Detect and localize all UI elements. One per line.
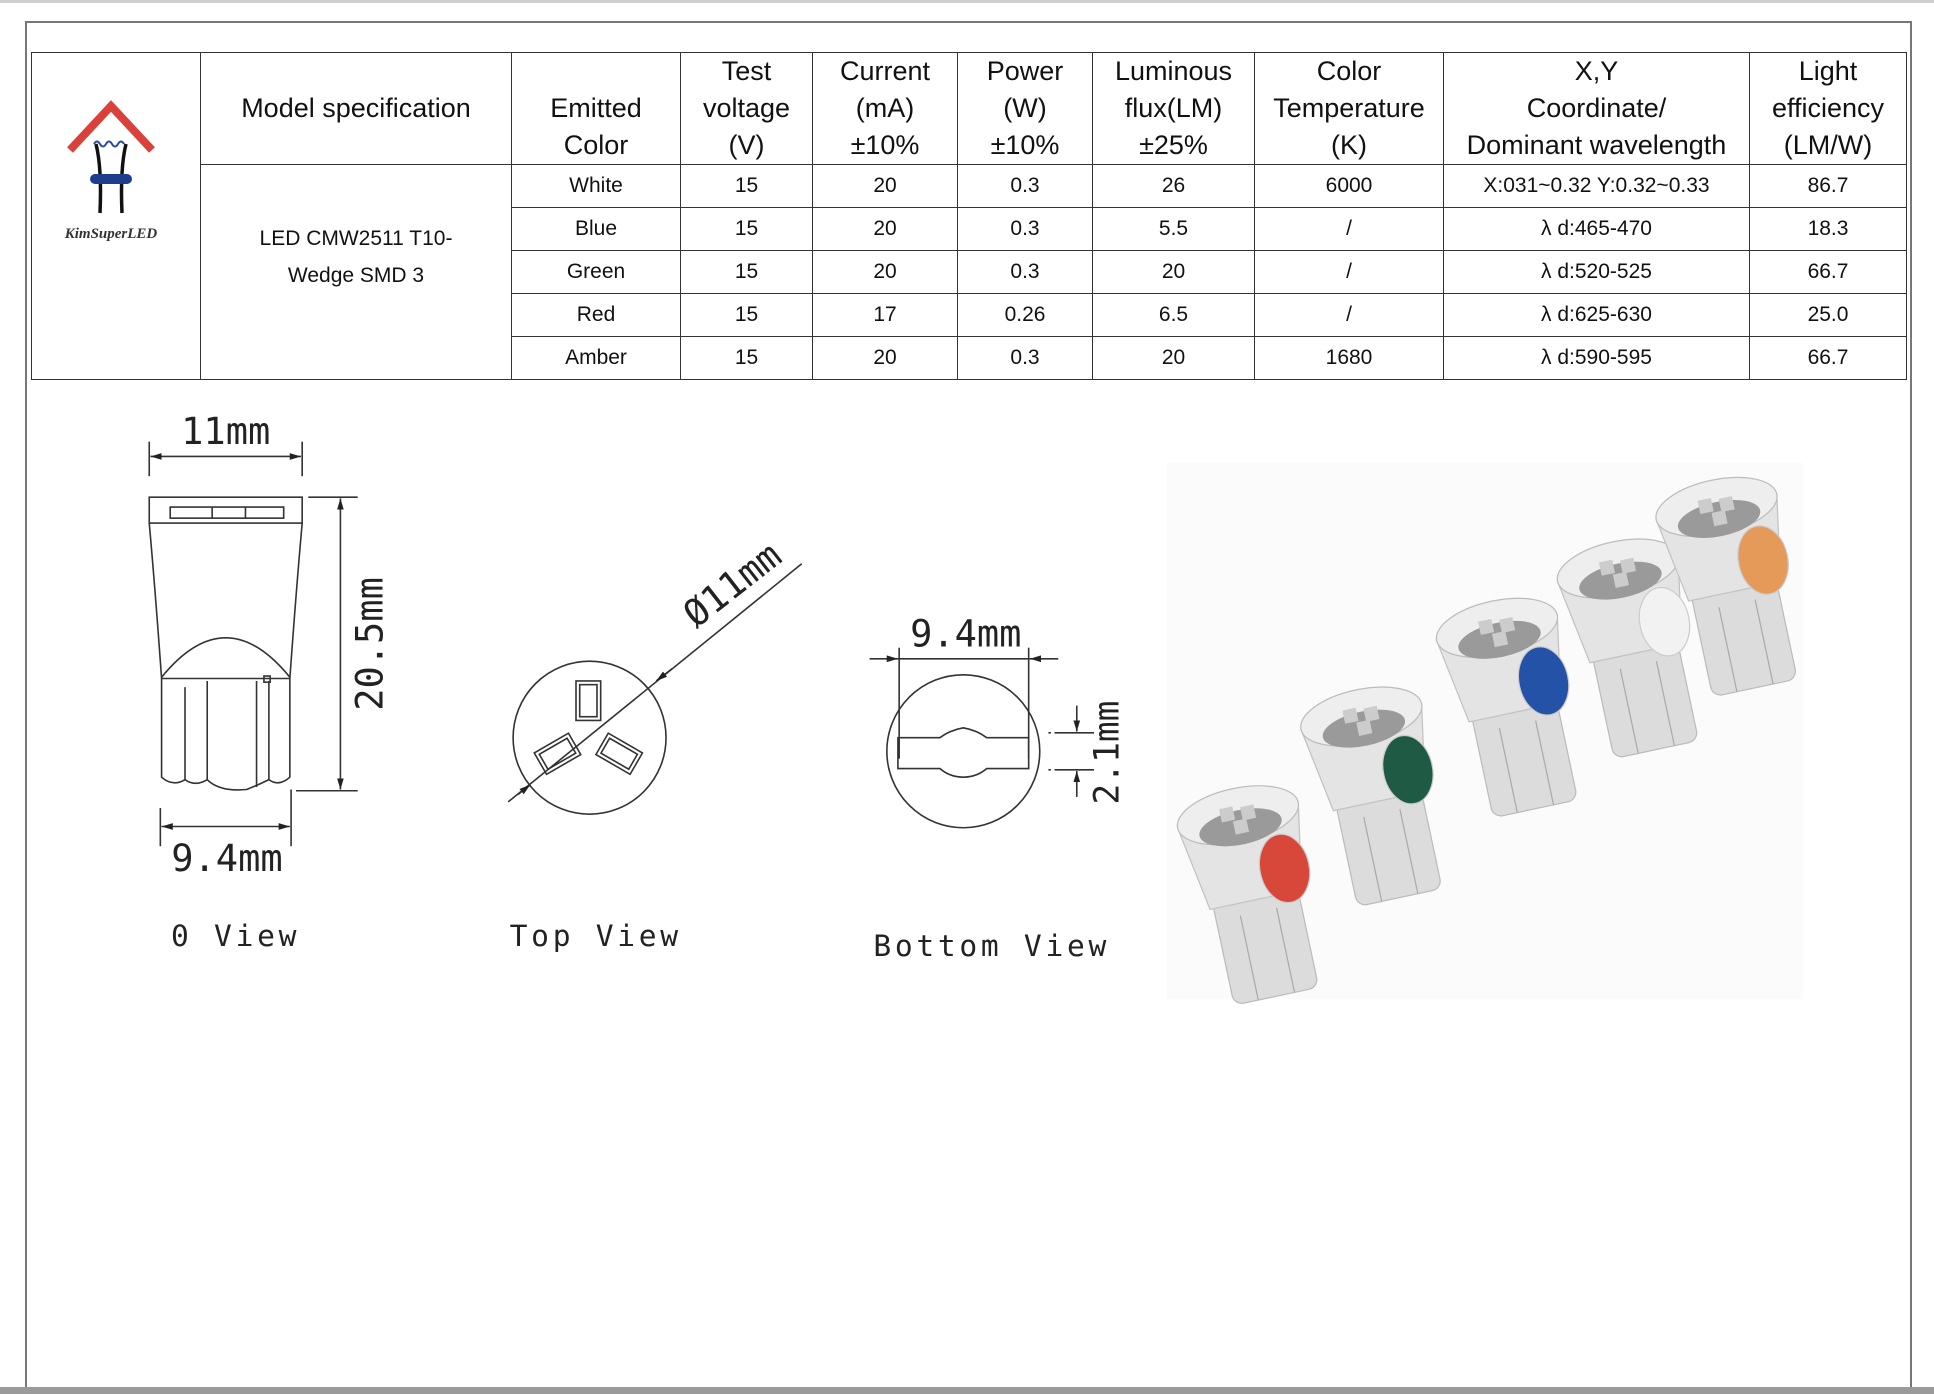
table-row: Green 15 20 0.3 20 / λ d:520-525 66.7 [32,250,1907,294]
cell-xy: λ d:590-595 [1443,336,1750,380]
cell-power: 0.26 [957,293,1093,337]
led-bulb [1655,476,1797,696]
cell-efficiency: 25.0 [1749,293,1907,337]
cell-color: Green [511,250,681,294]
header-model-label: Model specification [241,93,471,123]
cell-cct: 6000 [1254,164,1444,208]
side-height-label: 20.5mm [348,577,391,711]
table-row: Amber 15 20 0.3 20 1680 λ d:590-595 66.7 [32,336,1907,380]
bottom-width-label: 9.4mm [910,612,1021,655]
side-view-drawing [148,441,358,847]
cell-flux: 20 [1092,336,1255,380]
led-bulb [1176,785,1318,1004]
side-base-label: 9.4mm [171,837,282,880]
cell-current: 20 [812,207,958,251]
cell-color: Red [511,293,681,337]
cell-current: 20 [812,250,958,294]
cell-power: 0.3 [957,250,1093,294]
table-row: LED CMW2511 T10-Wedge SMD 3 White 15 20 … [32,164,1907,380]
led-bulb [1300,686,1441,906]
cell-color: Amber [511,336,681,380]
led-bulb [1435,597,1577,817]
cell-cct: / [1254,207,1444,251]
cell-flux: 26 [1092,164,1255,208]
header-power: Power(W)±10% [957,52,1093,165]
cell-current: 20 [812,164,958,208]
cell-efficiency: 66.7 [1749,336,1907,380]
cell-power: 0.3 [957,336,1093,380]
bottom-slot-label: 2.1mm [1088,701,1128,805]
cell-efficiency: 18.3 [1749,207,1907,251]
logo-cell: KimSuperLED [31,52,201,380]
cell-voltage: 15 [680,336,813,380]
led-bulb [1556,538,1698,758]
bottom-view-drawing [869,647,1098,829]
cell-cct: / [1254,250,1444,294]
top-view-drawing [507,563,803,815]
cell-xy: λ d:520-525 [1443,250,1750,294]
cell-power: 0.3 [957,164,1093,208]
model-cell: LED CMW2511 T10-Wedge SMD 3 [200,164,512,380]
cell-current: 17 [812,293,958,337]
kimsuperled-logo: KimSuperLED [64,100,158,242]
table-row: Blue 15 20 0.3 5.5 / λ d:465-470 18.3 [32,207,1907,251]
cell-flux: 6.5 [1092,293,1255,337]
cell-current: 20 [812,336,958,380]
bottom-view-caption: Bottom View [873,929,1110,963]
table-row: Red 15 17 0.26 6.5 / λ d:625-630 25.0 [32,293,1907,337]
side-view-caption: 0 View [171,919,300,953]
product-photo [1166,462,1804,1004]
bottom-edge [0,1387,1934,1394]
cell-efficiency: 86.7 [1749,164,1907,208]
top-view-caption: Top View [510,919,682,953]
cell-efficiency: 66.7 [1749,250,1907,294]
page-frame [25,21,1912,1389]
svg-text:KimSuperLED: KimSuperLED [64,226,158,242]
cell-cct: 1680 [1254,336,1444,380]
cell-voltage: 15 [680,250,813,294]
side-width-label: 11mm [181,410,270,453]
cell-color: Blue [511,207,681,251]
color-dot [1638,586,1691,657]
top-edge [0,0,1934,3]
cell-xy: λ d:625-630 [1443,293,1750,337]
cell-xy: X:031~0.32 Y:0.32~0.33 [1443,164,1750,208]
color-dot [1258,833,1311,904]
